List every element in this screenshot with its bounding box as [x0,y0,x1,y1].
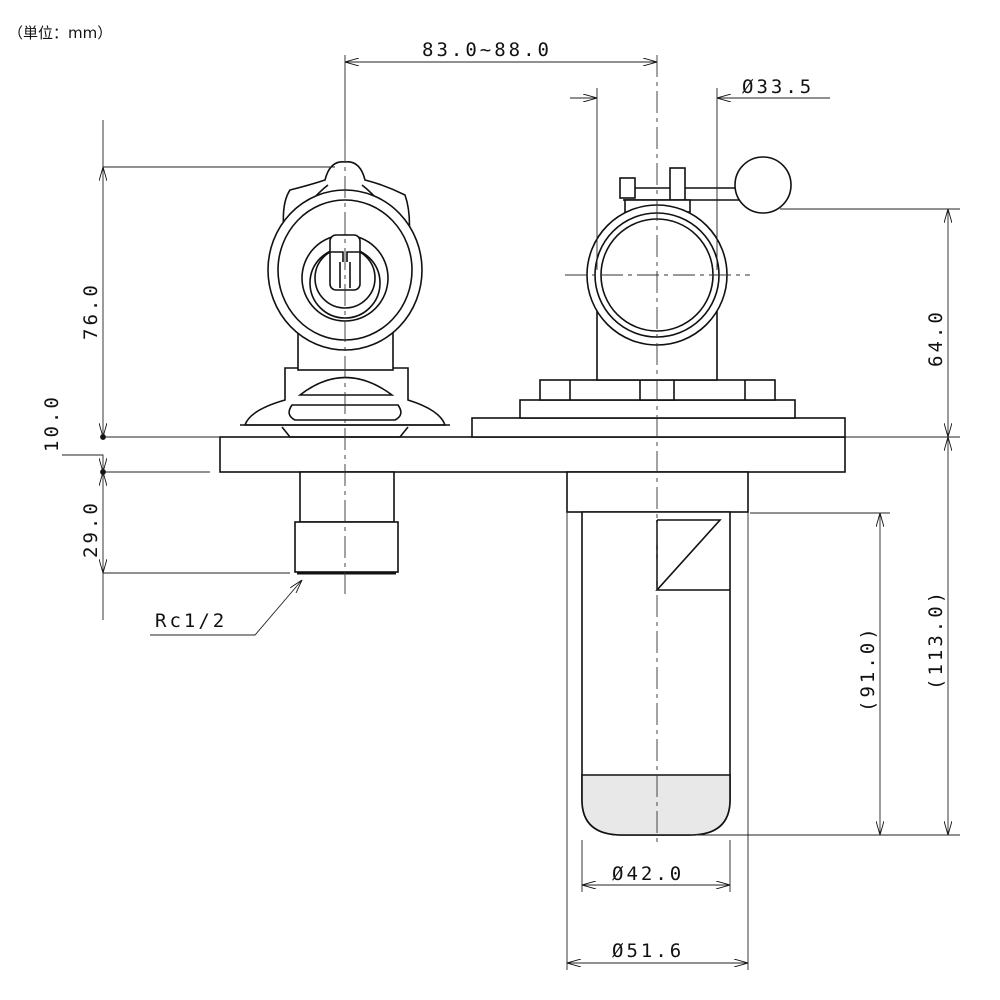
unit-label: （単位：mm） [8,24,113,42]
mounting-plate [219,417,846,473]
centerlines [344,55,750,845]
dim-right-height: 64.0 [925,309,947,367]
dim-plate-thickness: 10.0 [41,394,63,452]
extension-lines [103,55,960,970]
dim-top-diameter: Ø33.5 [742,76,814,98]
dim-thread: Rc1/2 [155,610,227,632]
dimension-lines [62,62,948,963]
dim-outer-diameter: Ø51.6 [612,940,684,962]
dim-center-distance: 83.0~88.0 [422,39,552,61]
left-valve [240,161,450,575]
dim-left-height: 76.0 [80,282,102,340]
dim-thread-length: 29.0 [80,500,102,558]
dim-inner-length: (91.0) [857,625,879,712]
right-valve [519,156,796,836]
dim-total-length: (113.0) [925,589,947,690]
dim-inner-diameter: Ø42.0 [612,863,684,885]
